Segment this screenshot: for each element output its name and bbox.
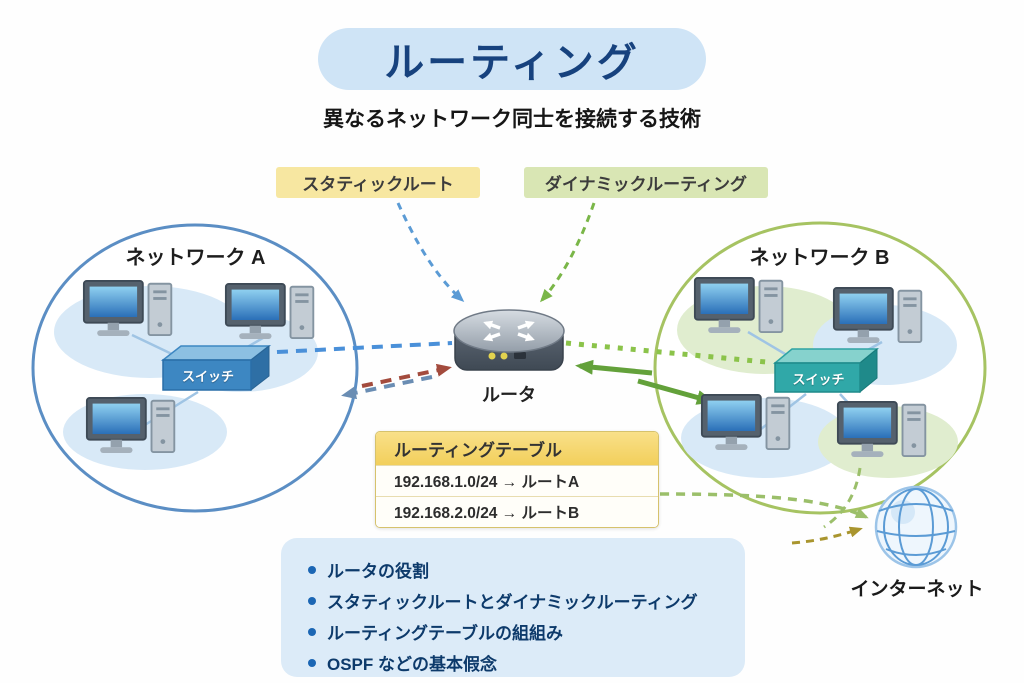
topic-text: スタティックルートとダイナミックルーティング bbox=[327, 593, 698, 612]
router-to-a-arrow bbox=[341, 375, 433, 400]
page-title: ルーティング bbox=[318, 28, 706, 90]
dynamic-routing-arrow bbox=[540, 202, 596, 303]
static-route-arrow bbox=[396, 202, 465, 303]
routing-table-title: ルーティングテーブル bbox=[376, 432, 658, 465]
flow-arrows bbox=[257, 202, 869, 545]
table-to-internet-link bbox=[659, 492, 869, 519]
bullet-dot-icon bbox=[308, 596, 316, 605]
router-icon bbox=[453, 309, 565, 371]
router-to-b-arrow bbox=[637, 378, 715, 405]
routing-table-row: 192.168.1.0/24 → ルートA bbox=[376, 465, 658, 496]
topic-item: OSPF などの基本假念 bbox=[308, 647, 745, 678]
dynamic-routing-tag: ダイナミックルーティング bbox=[524, 167, 768, 198]
page-subtitle: 異なるネットワーク同士を接続する技術 bbox=[323, 108, 701, 131]
routing-table-row: 192.168.2.0/24 → ルートB bbox=[376, 496, 658, 527]
bullet-dot-icon bbox=[308, 658, 316, 667]
topic-item: スタティックルートとダイナミックルーティング bbox=[308, 585, 745, 616]
topic-item: ルーティングテーブルの組組み bbox=[308, 616, 745, 647]
b-to-router-arrow bbox=[575, 359, 653, 376]
network-b-label: ネットワーク B bbox=[749, 247, 890, 269]
static-route-tag: スタティックルート bbox=[276, 167, 480, 198]
topic-text: ルータの役割 bbox=[327, 562, 429, 581]
bullet-dot-icon bbox=[308, 627, 316, 636]
switch-a-router-link bbox=[257, 341, 453, 355]
internet-label: インターネット bbox=[850, 579, 984, 600]
switch-a-label: スイッチ bbox=[181, 369, 234, 384]
topic-text: OSPF などの基本假念 bbox=[327, 655, 498, 674]
topic-item: ルータの役割 bbox=[308, 554, 745, 585]
internet-globe-icon bbox=[874, 485, 958, 569]
a-to-router-arrow bbox=[361, 363, 452, 388]
router-cross-arrows-icon bbox=[483, 320, 535, 342]
network-a-label: ネットワーク A bbox=[125, 247, 266, 269]
switch-a-icon bbox=[160, 344, 272, 392]
switch-b-icon bbox=[772, 347, 880, 394]
switch-b-label: スイッチ bbox=[792, 372, 845, 387]
internet-arrow bbox=[791, 526, 863, 545]
topic-text: ルーティングテーブルの組組み bbox=[327, 624, 563, 643]
routing-table: ルーティングテーブル 192.168.1.0/24 → ルートA 192.168… bbox=[375, 431, 659, 528]
router-label: ルータ bbox=[482, 385, 536, 405]
bullet-dot-icon bbox=[308, 565, 316, 574]
topics-panel: ルータの役割 スタティックルートとダイナミックルーティング ルーティングテーブル… bbox=[281, 538, 745, 677]
b-to-internet-link bbox=[823, 467, 862, 529]
